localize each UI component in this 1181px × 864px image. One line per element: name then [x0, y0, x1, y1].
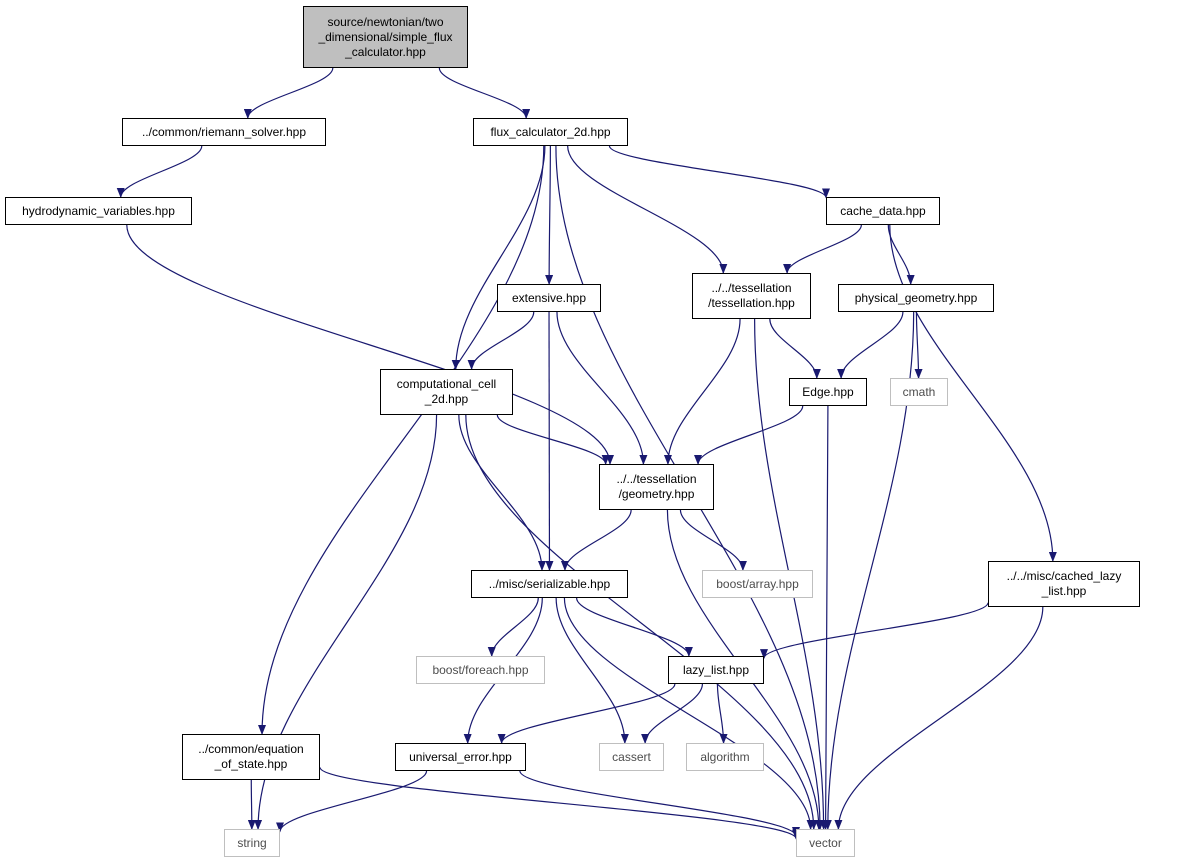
node-riemann-solver[interactable]: ../common/riemann_solver.hpp [122, 118, 326, 146]
edge-geometry-to-boost-array [679, 509, 747, 571]
node-physical-geometry[interactable]: physical_geometry.hpp [838, 284, 994, 312]
edge-hydrodynamic-variables-to-geometry [126, 224, 614, 465]
edge-flux-calculator-2d-to-equation-of-state [258, 145, 545, 735]
edge-lazy-list-to-universal-error [497, 683, 676, 744]
edge-flux-calculator-2d-to-tessellation [567, 145, 728, 274]
node-cmath: cmath [890, 378, 948, 406]
node-algorithm: algorithm [686, 743, 764, 771]
edge-computational-cell-to-serializable [458, 414, 546, 571]
edge-physical-geometry-to-edge [837, 311, 904, 379]
edge-computational-cell-to-vector [465, 414, 818, 830]
edge-extensive-to-computational-cell [467, 311, 535, 370]
edge-simple-flux-calculator-to-riemann-solver [243, 67, 334, 119]
node-universal-error[interactable]: universal_error.hpp [395, 743, 526, 771]
edge-lazy-list-to-algorithm [716, 683, 728, 744]
edge-flux-calculator-2d-to-extensive [545, 145, 554, 285]
node-simple-flux-calculator[interactable]: source/newtonian/two _dimensional/simple… [303, 6, 468, 68]
node-edge[interactable]: Edge.hpp [789, 378, 867, 406]
edge-edge-to-geometry [694, 405, 804, 465]
edge-universal-error-to-vector [519, 770, 800, 838]
node-hydrodynamic-variables[interactable]: hydrodynamic_variables.hpp [5, 197, 192, 225]
edge-physical-geometry-to-cmath [914, 311, 923, 379]
edge-equation-of-state-to-string [247, 779, 256, 830]
edge-serializable-to-vector [563, 597, 815, 830]
edge-cache-data-to-tessellation [783, 224, 862, 274]
edge-cached-lazy-list-to-vector [834, 606, 1044, 830]
node-cached-lazy-list[interactable]: ../../misc/cached_lazy _list.hpp [988, 561, 1140, 607]
node-tessellation[interactable]: ../../tessellation /tessellation.hpp [692, 273, 811, 319]
edge-universal-error-to-string [276, 770, 428, 833]
edge-serializable-to-cassert [555, 597, 629, 744]
edge-geometry-to-serializable [560, 509, 632, 571]
node-boost-foreach: boost/foreach.hpp [416, 656, 545, 684]
node-geometry[interactable]: ../../tessellation /geometry.hpp [599, 464, 714, 510]
edge-tessellation-to-edge [769, 318, 821, 379]
edge-serializable-to-lazy-list [576, 597, 693, 657]
node-cache-data[interactable]: cache_data.hpp [826, 197, 940, 225]
edge-flux-calculator-2d-to-computational-cell [451, 145, 546, 370]
edge-flux-calculator-2d-to-cache-data [608, 145, 830, 199]
edge-cache-data-to-physical-geometry [887, 224, 915, 285]
edge-simple-flux-calculator-to-flux-calculator-2d [438, 67, 531, 119]
node-equation-of-state[interactable]: ../common/equation _of_state.hpp [182, 734, 320, 780]
edge-edge-to-vector [821, 405, 830, 830]
node-computational-cell-2d[interactable]: computational_cell _2d.hpp [380, 369, 513, 415]
node-lazy-list[interactable]: lazy_list.hpp [668, 656, 764, 684]
node-vector: vector [796, 829, 855, 857]
edge-lazy-list-to-cassert [641, 683, 704, 744]
node-extensive[interactable]: extensive.hpp [497, 284, 601, 312]
edge-extensive-to-geometry [556, 311, 648, 465]
edge-riemann-solver-to-hydrodynamic-variables [116, 145, 203, 198]
edge-tessellation-to-geometry [663, 318, 741, 465]
node-boost-array: boost/array.hpp [702, 570, 813, 598]
edge-cached-lazy-list-to-lazy-list [760, 602, 989, 660]
edge-cache-data-to-cached-lazy-list [889, 224, 1057, 562]
edge-serializable-to-boost-foreach [487, 597, 539, 657]
node-string: string [224, 829, 280, 857]
edge-computational-cell-to-geometry [496, 414, 610, 465]
node-serializable[interactable]: ../misc/serializable.hpp [471, 570, 628, 598]
edge-equation-of-state-to-vector [319, 766, 800, 840]
node-cassert: cassert [599, 743, 664, 771]
node-flux-calculator-2d[interactable]: flux_calculator_2d.hpp [473, 118, 628, 146]
